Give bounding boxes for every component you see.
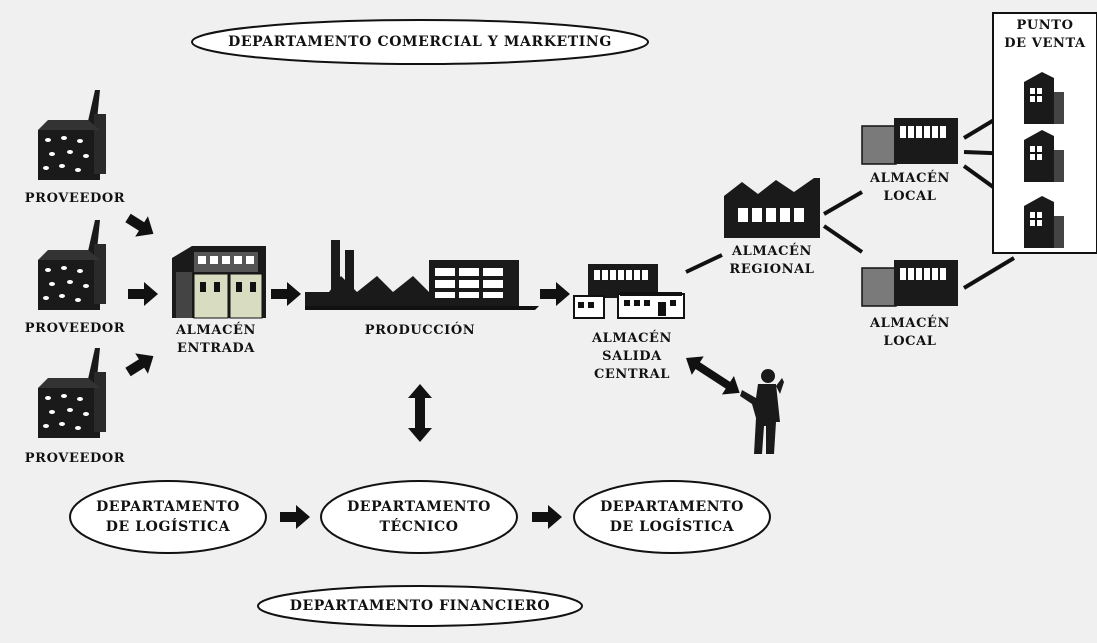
arrow-icon bbox=[280, 505, 310, 529]
production-plant-icon bbox=[305, 240, 539, 310]
warehouse-local-2-label-2: LOCAL bbox=[883, 334, 937, 349]
dept-technical-label-1: DEPARTAMENTO bbox=[347, 499, 491, 515]
dept-logistics-1-label-1: DEPARTAMENTO bbox=[96, 499, 240, 515]
production-label: PRODUCCIÓN bbox=[364, 323, 476, 338]
warehouse-in-label-1: ALMACÉN bbox=[175, 323, 257, 338]
dept-logistics-2-label-2: DE LOGÍSTICA bbox=[609, 519, 735, 535]
department-oval-commercial bbox=[191, 19, 649, 65]
warehouse-icon bbox=[172, 246, 266, 319]
warehouse-central-label-2: SALIDA bbox=[602, 349, 662, 364]
point-of-sale-label-1: PUNTO bbox=[1016, 18, 1074, 33]
dept-logistics-1-label-2: DE LOGÍSTICA bbox=[105, 519, 231, 535]
warehouse-central-label-1: ALMACÉN bbox=[591, 331, 673, 346]
department-oval-technical bbox=[320, 480, 518, 554]
department-oval-logistics-1 bbox=[69, 480, 267, 554]
department-oval-logistics-2 bbox=[573, 480, 771, 554]
arrow-icon bbox=[686, 356, 740, 395]
supplier-label-3: PROVEEDOR bbox=[24, 451, 126, 466]
warehouse-central-label-3: CENTRAL bbox=[593, 367, 671, 382]
point-of-sale-label-2: DE VENTA bbox=[1004, 36, 1086, 51]
warehouse-local-1-label-2: LOCAL bbox=[883, 189, 937, 204]
warehouse-regional-label-2: REGIONAL bbox=[729, 262, 815, 277]
supplier-label-2: PROVEEDOR bbox=[24, 321, 126, 336]
warehouse-in-label-2: ENTRADA bbox=[177, 341, 255, 356]
arrow-icon bbox=[408, 384, 432, 442]
warehouse-local-1-label-1: ALMACÉN bbox=[869, 171, 951, 186]
warehouse-local-2-label-1: ALMACÉN bbox=[869, 316, 951, 331]
dept-technical-label-2: TÉCNICO bbox=[379, 519, 459, 535]
department-financial-label: DEPARTAMENTO FINANCIERO bbox=[289, 598, 551, 614]
warehouse-regional-label-1: ALMACÉN bbox=[731, 244, 813, 259]
dept-logistics-2-label-1: DEPARTAMENTO bbox=[600, 499, 744, 515]
warehouse-icon bbox=[573, 264, 685, 319]
arrow-icon bbox=[532, 505, 562, 529]
person-icon bbox=[740, 369, 784, 454]
warehouse-icon bbox=[724, 178, 820, 238]
supplier-label-1: PROVEEDOR bbox=[24, 191, 126, 206]
department-commercial-label: DEPARTAMENTO COMERCIAL Y MARKETING bbox=[228, 34, 612, 50]
department-oval-financial bbox=[257, 585, 583, 627]
